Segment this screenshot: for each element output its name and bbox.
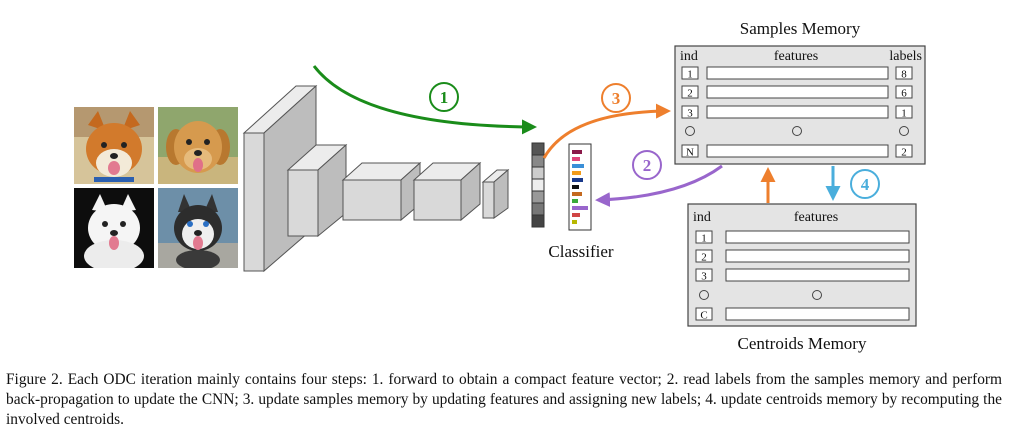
odc-figure: Classifier Samples Memory ind features l… [74,19,926,353]
centroids-row [695,268,910,282]
step2-badge: 2 [632,150,662,180]
centroids-row-ind: 2 [701,252,707,264]
centroids-row-ind: 3 [701,271,707,283]
step4-badge: 4 [850,169,880,199]
husky-photo [158,188,238,268]
centroids-row [695,230,910,244]
samples-col-labels: labels [889,49,922,64]
svg-text:4: 4 [861,175,870,194]
shiba-inu-photo [74,107,154,184]
step3-arrow [542,103,671,159]
samples-col-ind: ind [680,49,698,64]
step3-badge: 3 [601,83,631,113]
classifier [568,143,592,231]
step2-arrow [595,164,723,208]
centroids-memory-title: Centroids Memory [738,334,867,353]
samoyed-photo [74,188,154,268]
samples-row-label: 8 [901,69,907,81]
centroids-memory-table: ind features 1 2 3 C [687,203,917,327]
samples-row [681,105,913,119]
samples-row [681,144,913,158]
samples-row-ind: N [686,147,694,159]
svg-text:3: 3 [612,89,621,108]
samples-memory-title: Samples Memory [740,19,861,38]
figure-caption: Figure 2. Each ODC iteration mainly cont… [6,371,1002,428]
samples-row-label: 6 [901,88,907,100]
classifier-label: Classifier [548,242,613,261]
centroids-row-ind: 1 [701,233,707,245]
svg-text:1: 1 [440,88,449,107]
samples-row-label: 2 [901,147,907,159]
samples-row-ind: 2 [687,88,693,100]
centroids-ellipsis [699,290,822,300]
centroids-row-ind: C [700,310,707,322]
samples-row [681,85,913,99]
centroids-row [695,249,910,263]
samples-memory-table: ind features labels 1 8 2 6 3 1 [674,45,926,165]
step1-badge: 1 [429,82,459,112]
feature-vector [531,142,545,228]
samples-row-ind: 1 [687,69,693,81]
samples-row [681,66,913,80]
samples-ellipsis [685,126,909,136]
samples-row-ind: 3 [687,108,693,120]
centroids-col-features: features [794,210,838,225]
samples-row-label: 1 [901,108,907,120]
centroids-col-ind: ind [693,210,711,225]
golden-retriever-photo [158,107,238,184]
centroids-row [695,307,910,321]
samples-col-features: features [774,49,818,64]
svg-text:2: 2 [643,156,652,175]
cnn-network [242,84,510,273]
step1-arrow [312,65,537,135]
